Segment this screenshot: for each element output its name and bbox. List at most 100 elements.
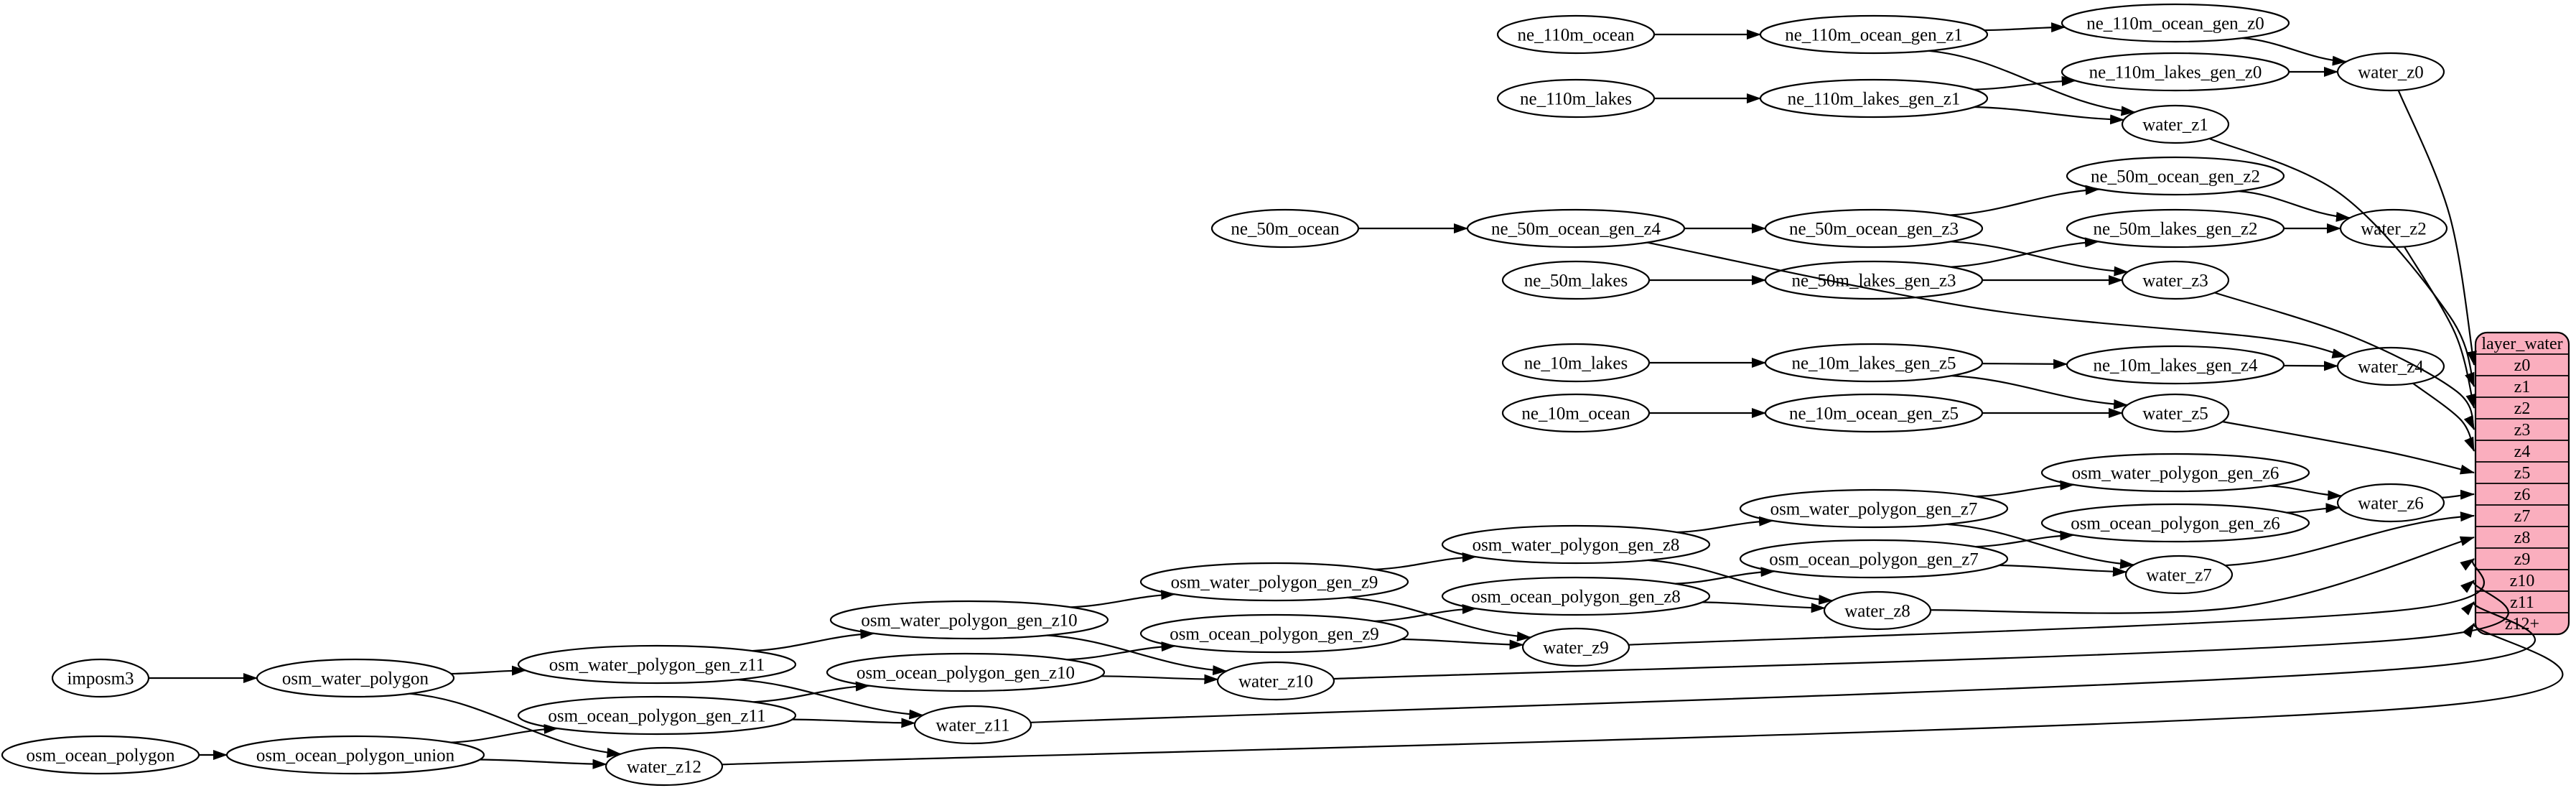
- node-ne-110m-ocean-gen-z1: ne_110m_ocean_gen_z1: [1759, 14, 1989, 55]
- svg-text:water_z3: water_z3: [2142, 272, 2208, 291]
- node-osm-water-polygon-gen-z11: osm_water_polygon_gen_z11: [517, 644, 797, 685]
- edge-osm-ocean-polygon-union-to-osm-ocean-polygon-gen-z11: [450, 723, 559, 743]
- svg-text:osm_ocean_polygon_gen_z10: osm_ocean_polygon_gen_z10: [857, 664, 1075, 683]
- node-ne-110m-lakes-gen-z1: ne_110m_lakes_gen_z1: [1759, 78, 1989, 119]
- svg-text:ne_50m_ocean_gen_z4: ne_50m_ocean_gen_z4: [1491, 220, 1661, 239]
- svg-text:osm_water_polygon_gen_z6: osm_water_polygon_gen_z6: [2072, 464, 2279, 483]
- edge-osm-ocean-polygon-gen-z6-to-water-z6: [2286, 503, 2341, 514]
- edge-osm-water-polygon-gen-z11-to-water-z11: [737, 679, 924, 720]
- svg-text:water_z11: water_z11: [935, 716, 1009, 736]
- edge-ne-50m-lakes-gen-z3-to-ne-50m-lakes-gen-z2: [1950, 237, 2099, 268]
- svg-text:ne_110m_ocean_gen_z0: ne_110m_ocean_gen_z0: [2086, 14, 2264, 34]
- svg-text:imposm3: imposm3: [67, 669, 134, 689]
- edge-osm-water-polygon-gen-z10-to-water-z10: [1047, 634, 1228, 676]
- svg-text:water_z7: water_z7: [2146, 566, 2212, 585]
- edge-osm-ocean-polygon-gen-z10-to-osm-ocean-polygon-gen-z9: [1067, 641, 1176, 661]
- svg-text:ne_10m_ocean: ne_10m_ocean: [1521, 404, 1630, 424]
- svg-text:ne_110m_lakes_gen_z0: ne_110m_lakes_gen_z0: [2089, 63, 2262, 83]
- svg-text:z0: z0: [2514, 356, 2531, 375]
- node-osm-water-polygon-gen-z7: osm_water_polygon_gen_z7: [1739, 488, 2009, 529]
- node-osm-water-polygon-gen-z8: osm_water_polygon_gen_z8: [1441, 524, 1711, 565]
- layer-water-row-z10: z10: [2510, 572, 2535, 590]
- node-ne-10m-ocean: ne_10m_ocean: [1501, 393, 1651, 433]
- svg-text:z4: z4: [2514, 442, 2531, 461]
- svg-text:z12+: z12+: [2505, 615, 2539, 634]
- node-ne-50m-ocean-gen-z4: ne_50m_ocean_gen_z4: [1466, 208, 1686, 249]
- node-osm-ocean-polygon-gen-z9: osm_ocean_polygon_gen_z9: [1139, 613, 1409, 654]
- edge-osm-ocean-polygon-gen-z10-to-water-z10: [1101, 674, 1219, 685]
- node-osm-ocean-polygon-gen-z10: osm_ocean_polygon_gen_z10: [826, 652, 1106, 692]
- node-ne-50m-lakes-gen-z3: ne_50m_lakes_gen_z3: [1764, 260, 1984, 300]
- layer-water-row-z3: z3: [2514, 421, 2531, 440]
- node-osm-water-polygon-gen-z10: osm_water_polygon_gen_z10: [829, 600, 1109, 640]
- svg-text:ne_110m_ocean_gen_z1: ne_110m_ocean_gen_z1: [1785, 26, 1963, 45]
- svg-text:water_z2: water_z2: [2361, 220, 2427, 239]
- node-osm-ocean-polygon-gen-z7: osm_ocean_polygon_gen_z7: [1739, 539, 2009, 579]
- edge-ne-110m-ocean-gen-z1-to-water-z1: [1928, 50, 2136, 116]
- edge-ne-110m-ocean-gen-z0-to-water-z0: [2241, 37, 2347, 66]
- node-osm-ocean-polygon-gen-z8: osm_ocean_polygon_gen_z8: [1441, 576, 1711, 616]
- svg-text:ne_10m_lakes_gen_z4: ne_10m_lakes_gen_z4: [2093, 356, 2258, 376]
- svg-text:z1: z1: [2514, 378, 2531, 396]
- svg-text:ne_10m_lakes: ne_10m_lakes: [1524, 354, 1628, 374]
- node-osm-ocean-polygon-union: osm_ocean_polygon_union: [225, 735, 485, 775]
- svg-text:z7: z7: [2514, 507, 2531, 526]
- edge-osm-water-polygon-gen-z7-to-water-z7: [1946, 523, 2134, 570]
- edge-ne-110m-lakes-gen-z1-to-water-z1: [1974, 106, 2125, 125]
- svg-text:osm_ocean_polygon_gen_z11: osm_ocean_polygon_gen_z11: [548, 707, 765, 726]
- edge-water-z8-to-layer-water-z8: [1930, 536, 2475, 614]
- svg-text:ne_110m_lakes: ne_110m_lakes: [1520, 90, 1632, 109]
- edge-osm-ocean-polygon-gen-z11-to-osm-ocean-polygon-gen-z10: [753, 681, 870, 703]
- svg-text:z5: z5: [2514, 464, 2531, 483]
- svg-text:osm_ocean_polygon: osm_ocean_polygon: [27, 746, 175, 766]
- svg-text:water_z8: water_z8: [1844, 602, 1910, 621]
- edge-osm-ocean-polygon-gen-z8-to-water-z8: [1702, 601, 1826, 613]
- layer-water-row-z2: z2: [2514, 399, 2531, 418]
- node-water-z5: water_z5: [2121, 393, 2230, 433]
- svg-text:osm_ocean_polygon_gen_z7: osm_ocean_polygon_gen_z7: [1769, 550, 1979, 570]
- svg-text:z10: z10: [2510, 572, 2535, 590]
- edge-osm-water-polygon-gen-z6-to-water-z6: [2269, 485, 2343, 501]
- node-water-z3: water_z3: [2121, 260, 2230, 300]
- edge-ne-50m-ocean-gen-z2-to-water-z2: [2238, 190, 2351, 222]
- edge-ne-110m-lakes-gen-z1-to-ne-110m-lakes-gen-z0: [1974, 75, 2076, 91]
- layer-water-row-z5: z5: [2514, 464, 2531, 483]
- node-ne-10m-lakes-gen-z4: ne_10m_lakes_gen_z4: [2066, 345, 2285, 385]
- edge-osm-water-polygon-gen-z8-to-osm-water-polygon-gen-z7: [1676, 516, 1774, 534]
- layer-water-row-z12plus: z12+: [2505, 615, 2539, 634]
- edge-osm-water-polygon-to-water-z12: [409, 692, 622, 758]
- edge-ne-110m-ocean-gen-z1-to-ne-110m-ocean-gen-z0: [1984, 22, 2066, 33]
- svg-text:osm_ocean_polygon_gen_z9: osm_ocean_polygon_gen_z9: [1170, 625, 1379, 644]
- svg-text:water_z1: water_z1: [2142, 116, 2208, 135]
- layer-water-record: layer_waterz0z1z2z3z4z5z6z7z8z9z10z11z12…: [2474, 331, 2570, 636]
- svg-text:water_z9: water_z9: [1543, 639, 1609, 658]
- node-water-z4: water_z4: [2336, 346, 2445, 386]
- edge-osm-water-polygon-gen-z8-to-water-z8: [1648, 559, 1834, 605]
- svg-text:ne_50m_ocean: ne_50m_ocean: [1231, 220, 1340, 239]
- layer-water-row-z8: z8: [2514, 529, 2531, 547]
- svg-text:osm_ocean_polygon_gen_z6: osm_ocean_polygon_gen_z6: [2071, 514, 2280, 534]
- edge-water-z0-to-layer-water-z0: [2397, 90, 2477, 366]
- layer-water-row-z0: z0: [2514, 356, 2531, 375]
- svg-text:ne_110m_ocean: ne_110m_ocean: [1518, 26, 1635, 45]
- svg-text:osm_ocean_polygon_union: osm_ocean_polygon_union: [256, 746, 455, 766]
- svg-text:osm_water_polygon_gen_z8: osm_water_polygon_gen_z8: [1473, 536, 1680, 555]
- node-water-z6: water_z6: [2336, 483, 2445, 523]
- svg-text:z3: z3: [2514, 421, 2531, 440]
- svg-text:water_z0: water_z0: [2358, 63, 2424, 83]
- svg-text:z2: z2: [2514, 399, 2531, 418]
- node-ne-50m-ocean: ne_50m_ocean: [1210, 208, 1360, 249]
- node-ne-10m-lakes-gen-z5: ne_10m_lakes_gen_z5: [1764, 343, 1984, 383]
- node-ne-110m-lakes-gen-z0: ne_110m_lakes_gen_z0: [2061, 52, 2290, 92]
- svg-text:osm_water_polygon_gen_z11: osm_water_polygon_gen_z11: [549, 656, 765, 675]
- svg-text:osm_water_polygon_gen_z9: osm_water_polygon_gen_z9: [1171, 573, 1378, 593]
- svg-text:ne_50m_lakes_gen_z2: ne_50m_lakes_gen_z2: [2093, 220, 2257, 239]
- node-ne-110m-ocean: ne_110m_ocean: [1496, 14, 1656, 55]
- svg-text:water_z5: water_z5: [2142, 404, 2208, 424]
- node-water-z7: water_z7: [2124, 555, 2234, 595]
- svg-text:ne_50m_ocean_gen_z2: ne_50m_ocean_gen_z2: [2091, 167, 2260, 187]
- svg-text:water_z6: water_z6: [2358, 494, 2424, 514]
- svg-text:ne_110m_lakes_gen_z1: ne_110m_lakes_gen_z1: [1788, 90, 1961, 109]
- edge-ne-10m-lakes-gen-z5-to-ne-10m-lakes-gen-z4: [1982, 358, 2068, 369]
